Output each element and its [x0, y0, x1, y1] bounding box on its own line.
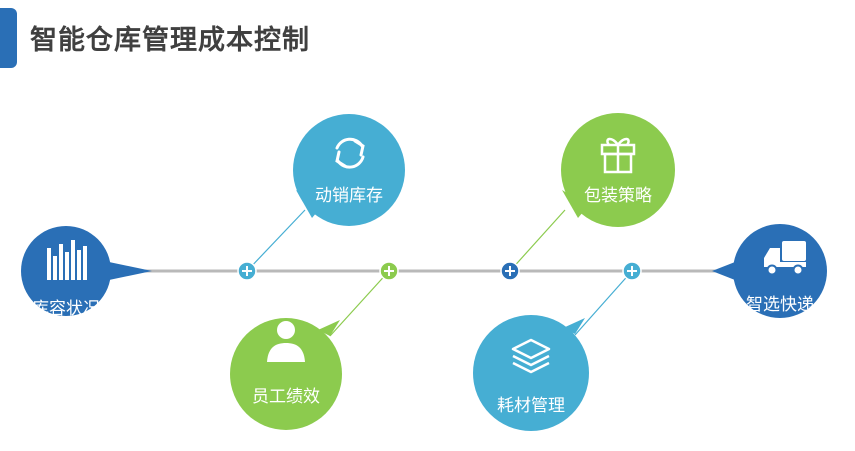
truck-icon	[764, 241, 806, 276]
node-packaging-strategy[interactable]	[561, 113, 675, 227]
node-label-consumables-management: 耗材管理	[497, 396, 565, 416]
node-label-staff-performance: 员工绩效	[252, 387, 320, 407]
node-staff-performance[interactable]	[230, 318, 342, 430]
node-inventory-status[interactable]	[21, 226, 152, 316]
layers-icon	[511, 338, 551, 374]
plus-marker[interactable]	[237, 261, 257, 281]
plus-marker[interactable]	[622, 261, 642, 281]
node-label-packaging-strategy: 包装策略	[584, 186, 652, 206]
node-label-inventory-status: 库容状况	[32, 299, 100, 319]
connector-line	[509, 209, 566, 272]
node-label-smart-express: 智选快递	[746, 295, 814, 315]
connector-line	[574, 270, 633, 336]
node-dynamic-inventory[interactable]	[293, 114, 405, 226]
person-icon	[267, 321, 305, 362]
node-consumables-management[interactable]	[473, 315, 589, 431]
node-smart-express[interactable]	[712, 224, 827, 318]
plus-marker[interactable]	[500, 261, 520, 281]
bar-chart-icon	[47, 240, 87, 280]
node-label-dynamic-inventory: 动销库存	[315, 186, 383, 206]
refresh-icon	[335, 137, 365, 169]
plus-marker[interactable]	[379, 261, 399, 281]
connector-line	[246, 209, 306, 272]
gift-box-icon	[600, 137, 636, 174]
page-title: 智能仓库管理成本控制	[30, 25, 310, 56]
title-accent-bar	[0, 8, 17, 68]
connector-line	[329, 270, 390, 337]
